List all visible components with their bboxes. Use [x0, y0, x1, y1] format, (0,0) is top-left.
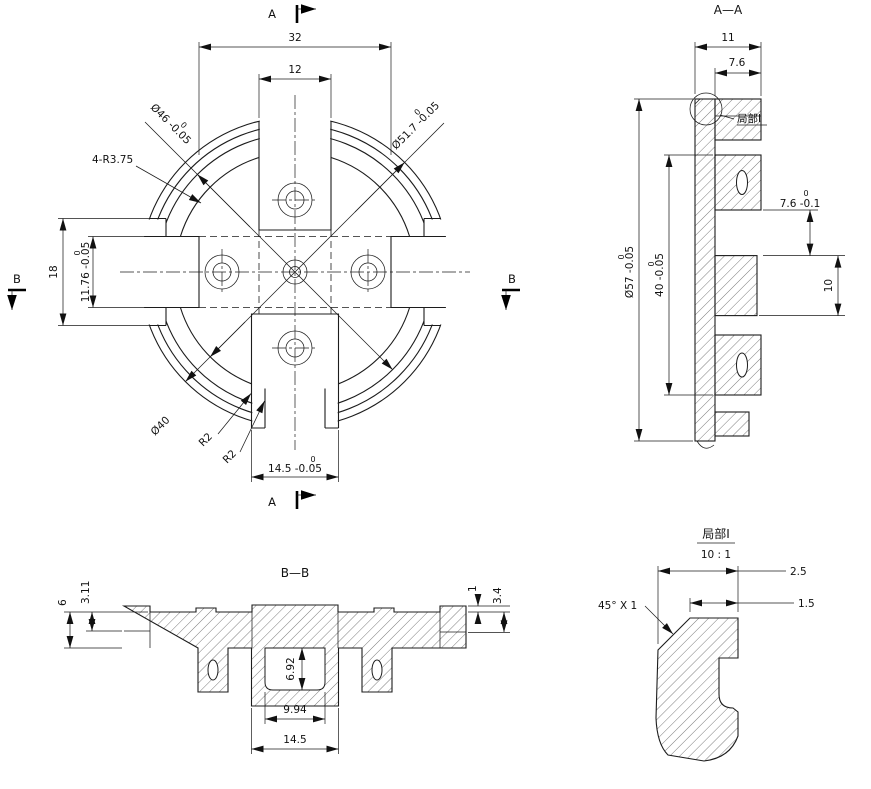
svg-text:18: 18 [48, 265, 60, 278]
dim-32-label: 32 [288, 32, 301, 44]
dim-1176-label: 11.76 -0.05 0 [73, 242, 92, 303]
svg-text:Ø40: Ø40 [149, 414, 173, 438]
svg-text:B: B [13, 272, 21, 286]
dim-18-label: 18 [48, 265, 60, 278]
section-bb-view: B—B 6 3.11 1 3.4 6.92 9.94 14.5 [57, 566, 510, 754]
dim-145-bb-label: 14.5 [283, 734, 306, 746]
detail-callout-label: 局部I [737, 112, 761, 125]
bb-right-hole [371, 659, 383, 681]
svg-text:R2: R2 [197, 431, 215, 449]
svg-text:0: 0 [647, 261, 656, 266]
dim-76r-tol: 0 [803, 189, 808, 198]
chamfer-label: 45° X 1 [598, 600, 637, 612]
svg-text:10: 10 [823, 279, 835, 292]
bolt-holes [204, 182, 386, 366]
dim-15-label: 1.5 [798, 598, 815, 610]
dim-11-label: 11 [721, 32, 734, 44]
top-tab-hole [736, 170, 748, 195]
top-rim-section [714, 98, 762, 141]
svg-text:A: A [268, 7, 276, 21]
detail-callout-circle [689, 92, 723, 126]
svg-text:3.11: 3.11 [80, 581, 92, 604]
svg-text:11.76 -0.05: 11.76 -0.05 [80, 242, 92, 303]
svg-text:B: B [508, 272, 516, 286]
svg-text:Ø57 -0.05: Ø57 -0.05 [624, 246, 636, 298]
dia40-label: Ø40 [149, 414, 173, 438]
detail-scale: 10 : 1 [701, 549, 731, 561]
detail-part [655, 617, 739, 762]
svg-text:6: 6 [57, 599, 69, 606]
section-marker-a-bottom: A [268, 490, 316, 509]
svg-text:A: A [268, 495, 276, 509]
dim-145-tol: 0 [310, 455, 315, 464]
r2-label-a: R2 [197, 431, 215, 449]
svg-text:0: 0 [73, 250, 82, 255]
bb-left-hole [207, 659, 219, 681]
section-aa-title: A—A [714, 3, 743, 17]
fillet-label: 4-R3.75 [92, 154, 133, 166]
dim-311-label: 3.11 [80, 581, 92, 604]
section-marker-b-left: B [7, 272, 26, 310]
dim-6-label: 6 [57, 599, 69, 606]
bottom-rim-section [714, 411, 750, 437]
bottom-tab-section [714, 334, 762, 396]
dia517-label: Ø51.7 -0.05 0 [390, 100, 442, 152]
boss-cavity [264, 647, 326, 691]
dia46-label: Ø46 -0.05 0 [148, 102, 193, 147]
dim-76r-label: 7.6 -0.1 [780, 198, 821, 210]
svg-text:0: 0 [413, 107, 423, 117]
bottom-tab-hole [736, 352, 748, 378]
center-boss-section [714, 255, 758, 317]
dim-692-label: 6.92 [285, 657, 297, 680]
dim-10-label: 10 [823, 279, 835, 292]
dim-145-label: 14.5 -0.05 [268, 463, 322, 475]
flange-web-section [694, 98, 716, 442]
dim-12-label: 12 [288, 64, 301, 76]
svg-text:R2: R2 [221, 448, 239, 466]
svg-text:0: 0 [617, 254, 626, 259]
detail-view: 局部I 10 : 1 2.5 1.5 45° X 1 [598, 526, 815, 762]
dia57-label: Ø57 -0.05 0 [617, 246, 636, 298]
section-aa-view: A—A 局部I 11 7.6 Ø57 -0.05 0 [617, 3, 845, 449]
front-view: 32 12 Ø46 -0.05 0 Ø51.7 -0.05 0 Ø40 4-R3… [7, 4, 520, 509]
dim-25-label: 2.5 [790, 566, 807, 578]
section-bb-title: B—B [281, 566, 309, 580]
svg-text:0: 0 [179, 120, 189, 130]
dim-76-label: 7.6 [729, 57, 746, 69]
section-marker-b-right: B [501, 272, 520, 310]
r2-label-b: R2 [221, 448, 239, 466]
detail-title: 局部I [702, 526, 730, 541]
dim-1-label: 1 [467, 585, 479, 592]
section-marker-a-top: A [268, 4, 316, 23]
dim-994-label: 9.94 [283, 704, 307, 716]
dim-34-label: 3.4 [492, 587, 504, 604]
svg-text:3.4: 3.4 [492, 587, 504, 604]
dim-40-label: 40 -0.05 0 [647, 253, 666, 297]
svg-text:6.92: 6.92 [285, 657, 297, 680]
svg-text:40 -0.05: 40 -0.05 [654, 253, 666, 297]
svg-text:1: 1 [467, 585, 479, 592]
